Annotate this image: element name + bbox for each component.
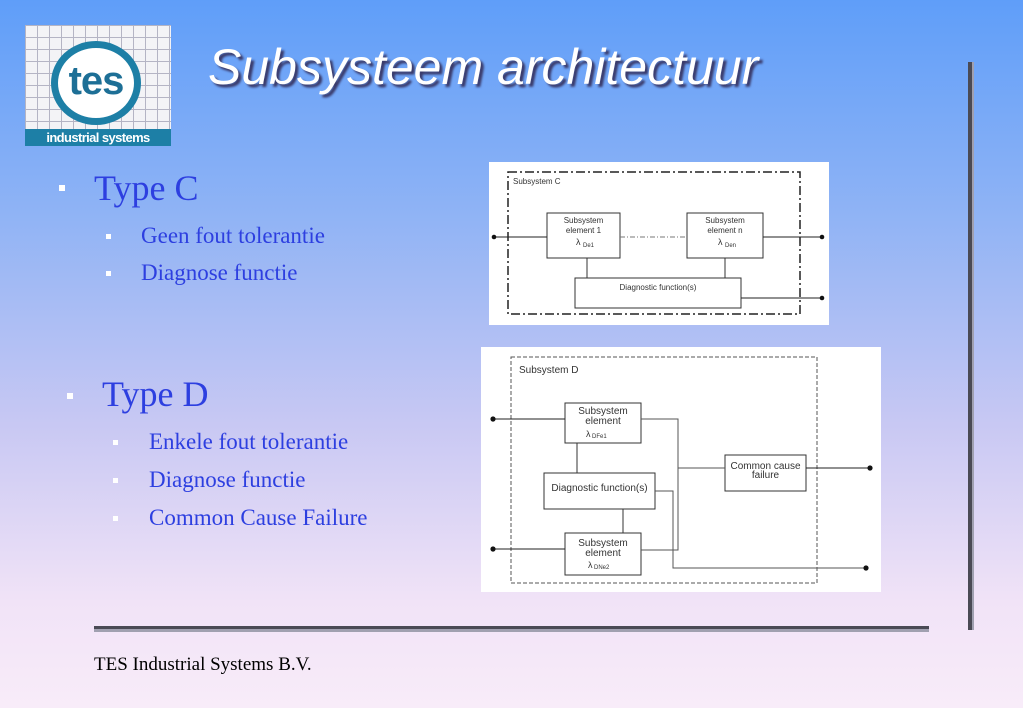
element-n-lambda: λ <box>718 237 723 247</box>
element-2-lambda: λ <box>588 560 593 570</box>
diagnostic-box <box>574 277 742 309</box>
footer-company: TES Industrial Systems B.V. <box>94 654 312 675</box>
bullet-square-icon <box>106 271 111 276</box>
subsystem-d-boundary <box>510 356 818 584</box>
element-1-line2: element 1 <box>566 226 602 235</box>
element-2-box <box>564 532 642 576</box>
diagram-subsystem-c: Subsystem C Subsystem element 1 λ De1 Su… <box>489 162 829 325</box>
element-1-box <box>564 402 642 444</box>
logo-circle: tes <box>51 41 141 125</box>
element-1-lambda: λ <box>586 429 591 439</box>
element-n-box <box>686 212 764 259</box>
vertical-divider <box>968 62 972 630</box>
slide-title: Subsysteem architectuur <box>208 39 759 95</box>
bullet-square-icon <box>113 440 118 445</box>
logo-text: tes <box>68 59 125 103</box>
diagram-subsystem-d: Subsystem D Subsystem element λ DFe1 Dia… <box>481 347 881 592</box>
element-1-line1: Subsystem <box>564 216 604 225</box>
ccf-line2: failure <box>752 470 780 481</box>
bullet-square-icon <box>113 516 118 521</box>
list-item: Enkele fout tolerantie <box>149 429 349 454</box>
element-2-line2: element <box>585 548 621 559</box>
tes-logo: tes industrial systems <box>25 25 171 146</box>
element-1-sub: De1 <box>583 243 595 249</box>
element-1-line2: element <box>585 416 621 427</box>
element-2-sub: DNe2 <box>594 565 610 571</box>
diagnostic-label: Diagnostic function(s) <box>551 483 647 494</box>
bullet-square-icon <box>59 185 65 191</box>
ccf-box <box>724 454 807 492</box>
bullet-square-icon <box>113 478 118 483</box>
element-n-sub: Den <box>725 243 736 249</box>
bullet-square-icon <box>67 393 73 399</box>
subsystem-c-label: Subsystem C <box>513 177 561 186</box>
horizontal-divider <box>94 626 929 629</box>
type-c-heading: Type C <box>94 168 199 208</box>
ccf-line1: Common cause <box>730 461 800 472</box>
diagnostic-label: Diagnostic function(s) <box>620 283 697 292</box>
list-item: Diagnose functie <box>149 467 306 492</box>
element-1-box <box>546 212 621 259</box>
element-n-line2: element n <box>707 226 742 235</box>
element-2-line1: Subsystem <box>578 538 627 549</box>
logo-band: industrial systems <box>25 129 171 146</box>
element-n-line1: Subsystem <box>705 216 745 225</box>
element-1-line1: Subsystem <box>578 406 627 417</box>
subsystem-c-boundary <box>507 171 801 315</box>
bullet-square-icon <box>106 234 111 239</box>
list-item: Geen fout tolerantie <box>141 223 325 248</box>
element-1-lambda: λ <box>576 237 581 247</box>
subsystem-d-label: Subsystem D <box>519 365 578 376</box>
list-item: Diagnose functie <box>141 260 298 285</box>
type-d-heading: Type D <box>102 374 209 414</box>
list-item: Common Cause Failure <box>149 505 368 530</box>
diagnostic-box <box>543 472 656 510</box>
element-1-sub: DFe1 <box>592 434 607 440</box>
